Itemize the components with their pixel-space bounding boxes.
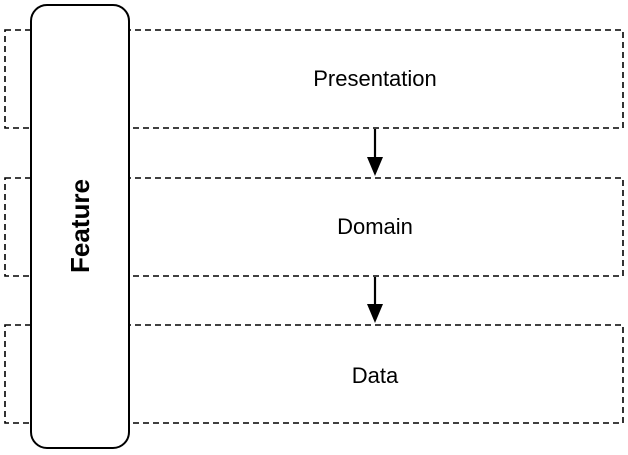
feature-box: [30, 4, 130, 449]
feature-label: Feature: [65, 179, 95, 273]
layer-presentation-label: Presentation: [313, 66, 437, 91]
feature-column: Feature: [30, 4, 130, 449]
layer-domain-label: Domain: [337, 214, 413, 239]
arrow-presentation-to-domain: [367, 129, 383, 176]
arrow-domain-to-data: [367, 277, 383, 323]
layer-data-label: Data: [352, 363, 399, 388]
